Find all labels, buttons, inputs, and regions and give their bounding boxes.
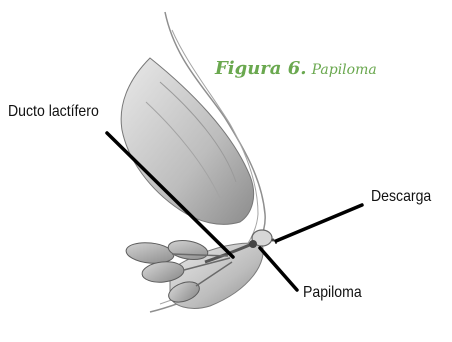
papilloma-lesion	[249, 240, 257, 248]
leader-line-papiloma	[260, 248, 297, 290]
label-papiloma: Papiloma	[303, 284, 362, 302]
caption-number: Figura 6.	[215, 58, 307, 79]
leader-line-descarga	[276, 205, 362, 241]
caption-text: Papiloma	[312, 62, 377, 78]
label-ducto-lactifero: Ducto lactífero	[8, 103, 99, 121]
figure-caption: Figura 6. Papiloma	[215, 58, 377, 79]
discharge-drop	[272, 239, 275, 242]
glandular-tissue	[121, 58, 254, 224]
label-descarga: Descarga	[371, 188, 431, 206]
